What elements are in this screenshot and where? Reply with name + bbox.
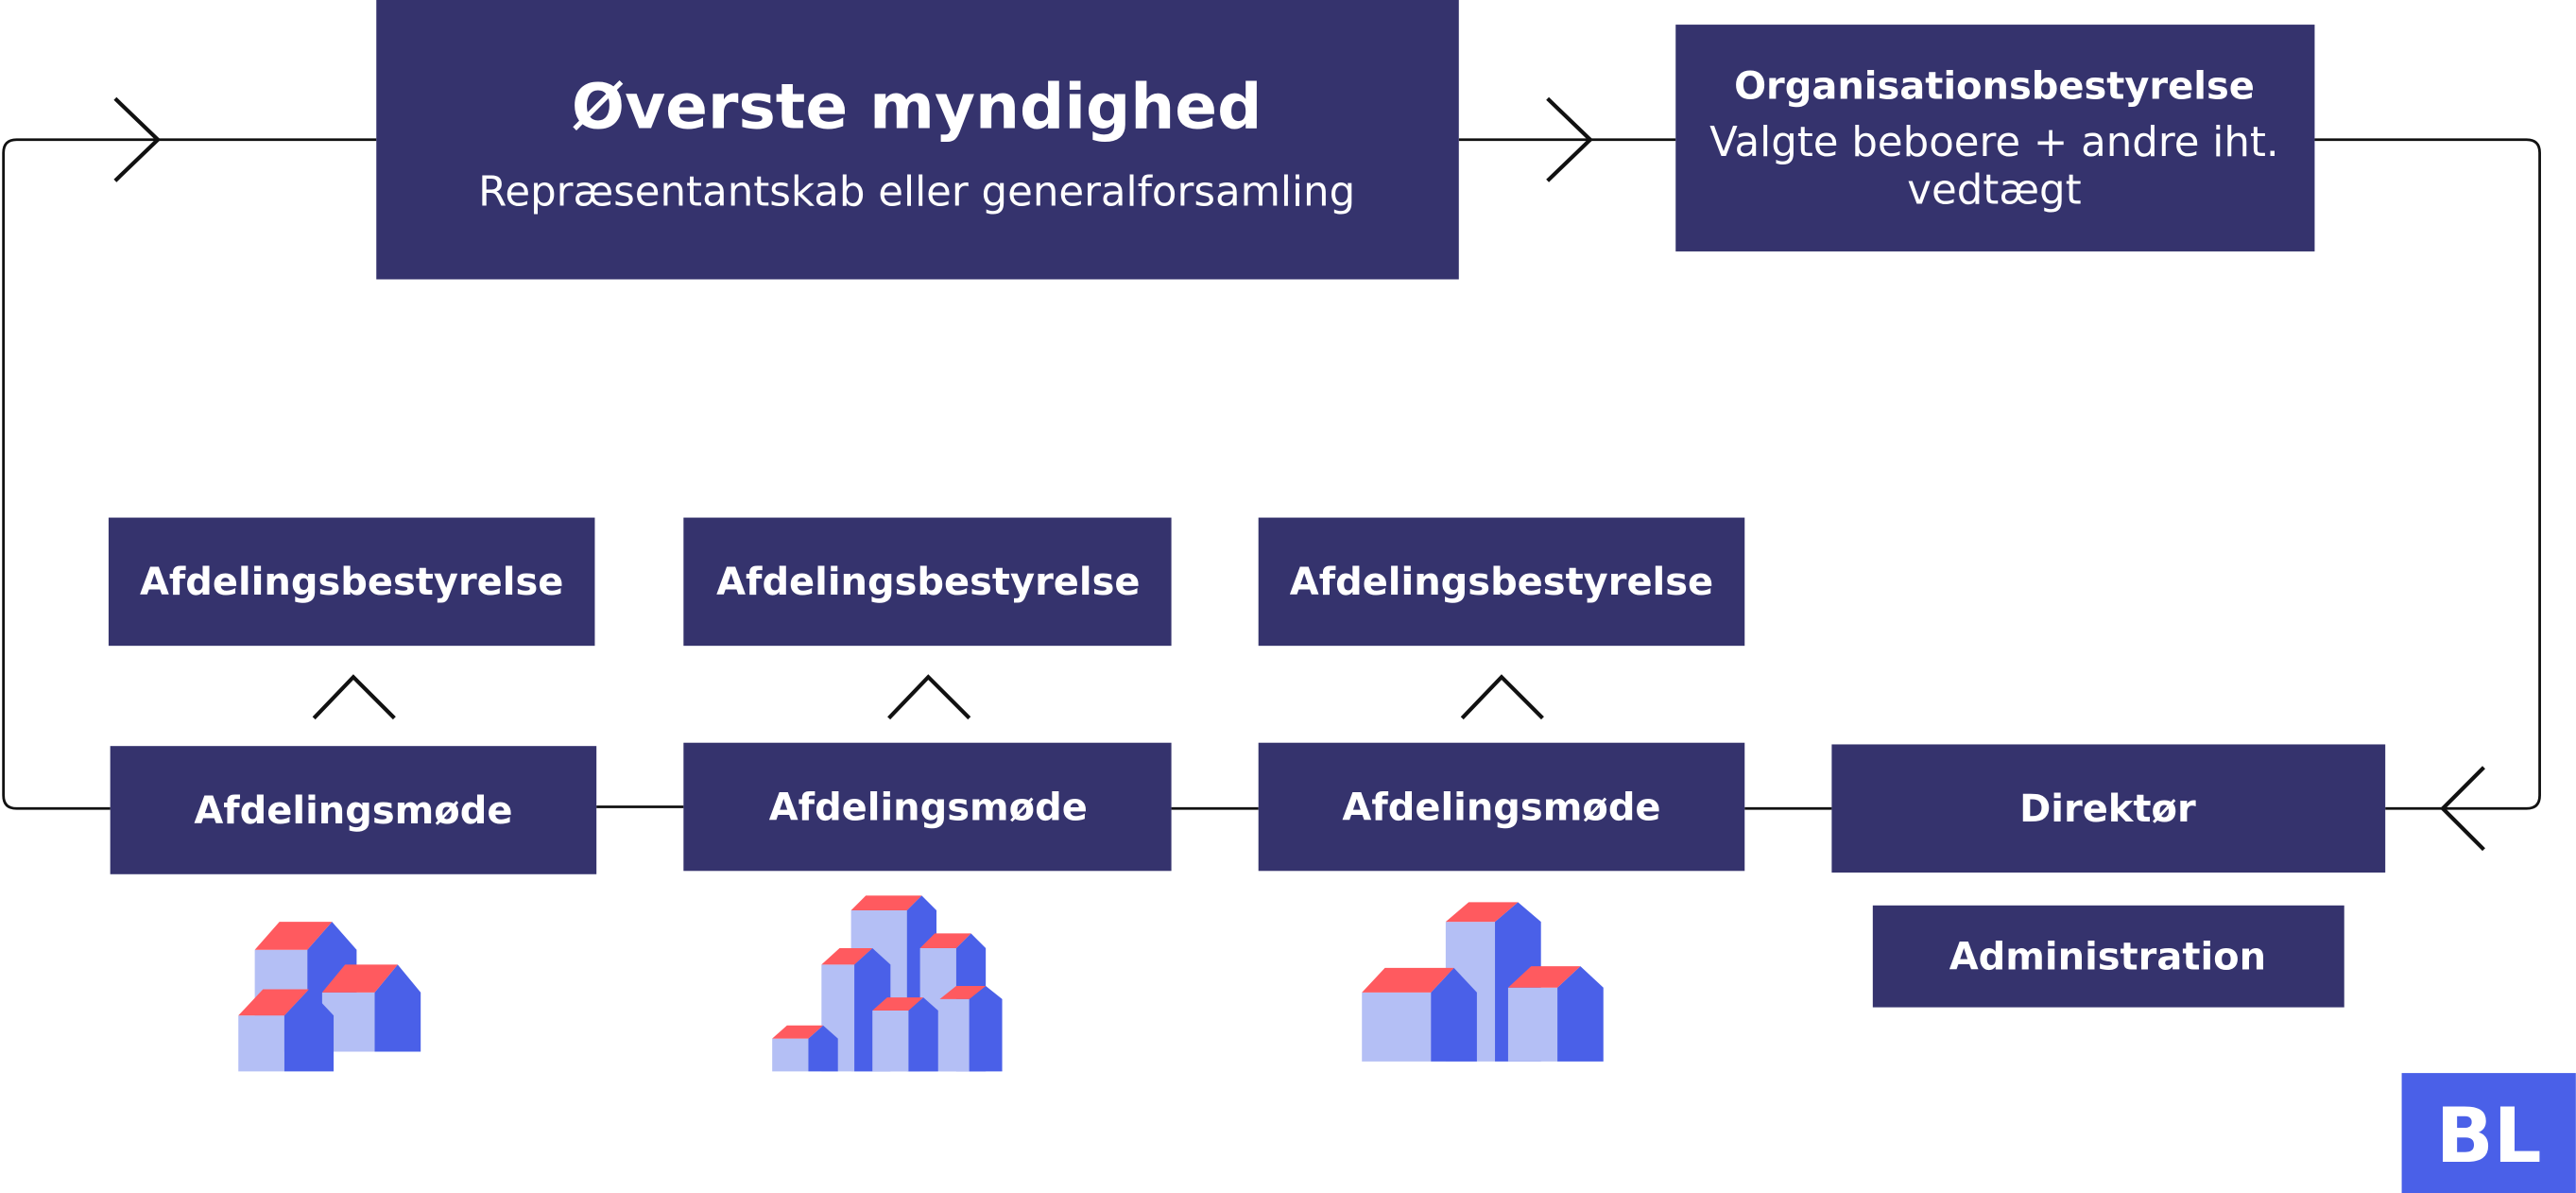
- department-board-1: Afdelingsbestyrelse: [108, 517, 595, 647]
- house-shape: [1507, 966, 1581, 988]
- bl-logo: BL: [2401, 1073, 2576, 1193]
- department-meeting-1: Afdelingsmøde: [110, 746, 597, 874]
- house-shape: [919, 933, 971, 948]
- house-shape: [238, 1015, 284, 1072]
- director-box: Direktør: [1831, 744, 2386, 873]
- chevron-right-icon: [113, 96, 162, 182]
- house-shape: [374, 964, 421, 1052]
- administration-box: Administration: [1872, 905, 2344, 1008]
- house-shape: [872, 1011, 909, 1072]
- house-shape: [283, 989, 335, 1072]
- house-shape: [821, 947, 873, 965]
- housing-illustration-3: [1362, 902, 1604, 1062]
- house-shape: [321, 964, 398, 993]
- chevron-up-icon: [312, 674, 396, 720]
- org-board-line2: vedtægt: [1907, 167, 2081, 215]
- department-meeting-3: Afdelingsmøde: [1258, 742, 1745, 872]
- housing-illustration-1: [238, 922, 421, 1072]
- chevron-up-icon: [887, 674, 971, 720]
- house-shape: [872, 997, 924, 1011]
- chevron-up-icon: [1460, 674, 1544, 720]
- house-shape: [908, 997, 938, 1072]
- house-shape: [969, 985, 1003, 1072]
- department-board-label: Afdelingsbestyrelse: [1290, 561, 1713, 604]
- house-shape: [1431, 967, 1477, 1062]
- department-meeting-label: Afdelingsmøde: [769, 786, 1088, 829]
- department-board-3: Afdelingsbestyrelse: [1258, 517, 1745, 647]
- house-shape: [1557, 966, 1604, 1062]
- logo-text: BL: [2436, 1092, 2542, 1180]
- top-authority-title: Øverste myndighed: [572, 71, 1262, 144]
- housing-illustration-2: [772, 895, 1003, 1072]
- department-board-2: Afdelingsbestyrelse: [683, 517, 1172, 647]
- org-board-line1: Valgte beboere + andre iht.: [1709, 119, 2279, 166]
- house-shape: [1445, 902, 1519, 923]
- house-shape: [808, 1025, 838, 1072]
- house-shape: [1362, 967, 1454, 993]
- house-shape: [850, 895, 922, 911]
- meeting-connectors: [596, 805, 1832, 810]
- house-shape: [238, 989, 309, 1016]
- department-meeting-label: Afdelingsmøde: [194, 789, 512, 833]
- house-shape: [1362, 992, 1432, 1062]
- department-board-label: Afdelingsbestyrelse: [716, 561, 1140, 604]
- director-label: Direktør: [2019, 787, 2196, 831]
- organisation-board-box: Organisationsbestyrelse Valgte beboere +…: [1675, 25, 2315, 251]
- house-shape: [939, 985, 987, 999]
- top-authority-subtitle: Repræsentantskab eller generalforsamling: [478, 168, 1355, 216]
- administration-label: Administration: [1949, 936, 2266, 979]
- house-shape: [1507, 987, 1558, 1062]
- house-shape: [321, 992, 375, 1052]
- department-meeting-label: Afdelingsmøde: [1342, 786, 1660, 829]
- chevron-left-icon: [2440, 766, 2485, 852]
- house-shape: [772, 1038, 809, 1072]
- department-meeting-2: Afdelingsmøde: [683, 742, 1172, 872]
- top-authority-box: Øverste myndighed Repræsentantskab eller…: [376, 0, 1459, 280]
- house-shape: [254, 922, 333, 950]
- house-shape: [772, 1025, 824, 1039]
- loop-connector-left: [2, 138, 377, 810]
- org-board-title: Organisationsbestyrelse: [1734, 64, 2255, 108]
- loop-connector-right: [2314, 138, 2541, 810]
- house-shape: [939, 998, 970, 1072]
- department-board-label: Afdelingsbestyrelse: [140, 561, 563, 604]
- chevron-right-icon: [1546, 96, 1593, 182]
